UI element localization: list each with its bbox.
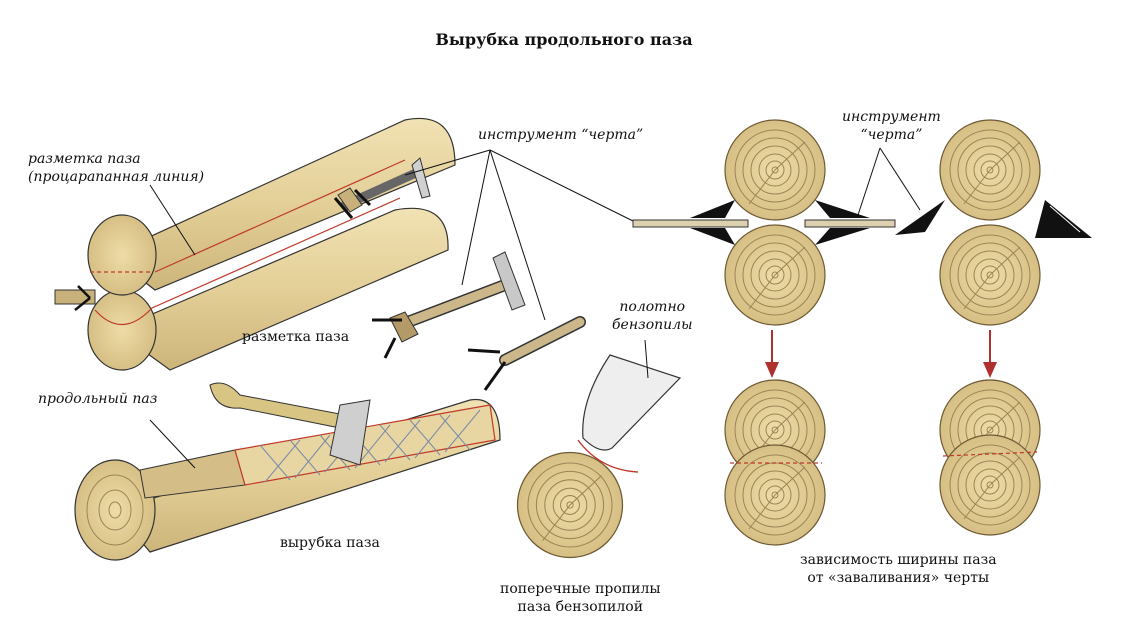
label-tool-right-line2: “черта” — [860, 127, 923, 143]
label-tool-right-line1: инструмент — [842, 109, 941, 125]
tool-right-leader-lines — [857, 147, 921, 216]
caption-cutting: вырубка паза — [280, 535, 380, 551]
label-marking-line2: (процарапанная линия) — [28, 169, 205, 185]
log-groove-cutting — [74, 382, 501, 561]
caption-cross-cuts: поперечные пропилы паза бензопилой — [500, 580, 661, 616]
caption-dependence-line1: зависимость ширины паза — [800, 552, 997, 568]
label-marking-line1: разметка паза — [28, 151, 141, 167]
stacked-logs-marking — [54, 118, 456, 371]
cherta-tool-hammer — [372, 251, 526, 359]
label-saw-blade: полотно бензопилы — [612, 298, 692, 334]
label-marking: разметка паза (процарапанная линия) — [28, 150, 204, 186]
label-groove: продольный паз — [38, 391, 158, 407]
diagram-title: Вырубка продольного паза — [435, 30, 693, 49]
label-saw-blade-line1: полотно — [619, 299, 686, 315]
caption-cross-cuts-line1: поперечные пропилы — [500, 581, 661, 597]
tool-leader-lines — [404, 149, 636, 321]
label-tool-cherta: инструмент “черта” — [478, 127, 644, 143]
caption-marking: разметка паза — [242, 329, 350, 345]
saw-cross-section — [516, 339, 682, 559]
cross-sections-level-tool — [632, 119, 896, 546]
cross-sections-tilted-tool — [895, 119, 1092, 536]
caption-dependence-line2: от «заваливания» черты — [807, 570, 990, 586]
caption-dependence: зависимость ширины паза от «заваливания»… — [800, 551, 997, 587]
cherta-tool-rod — [467, 316, 586, 391]
label-tool-cherta-right: инструмент “черта” — [842, 108, 941, 144]
caption-cross-cuts-line2: паза бензопилой — [517, 599, 644, 615]
label-saw-blade-line2: бензопилы — [612, 317, 693, 333]
